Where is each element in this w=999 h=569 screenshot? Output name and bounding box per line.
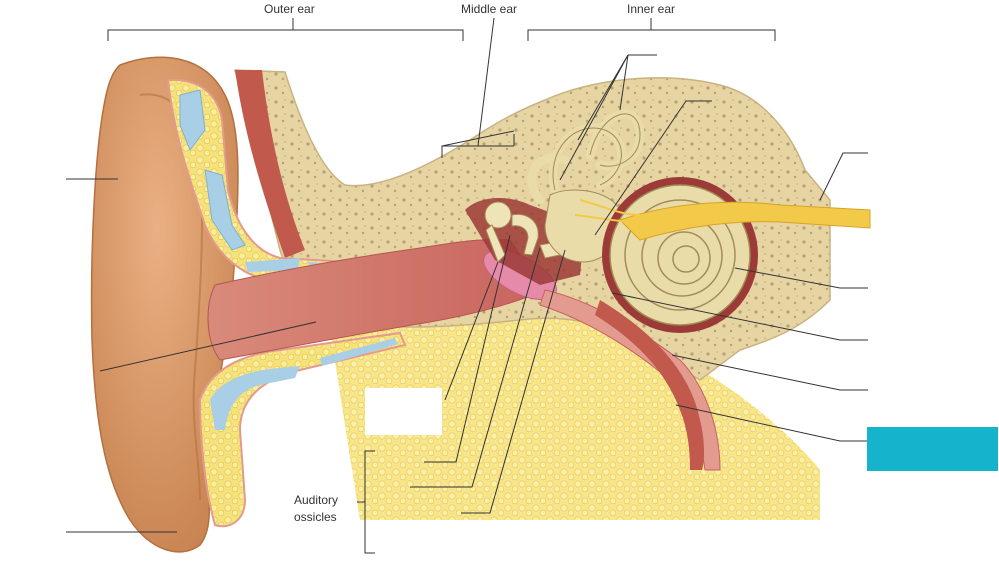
cartilage-blue-5 (210, 366, 300, 430)
vestibulocochlear-nerve (619, 201, 871, 241)
leader-lines (66, 54, 868, 533)
highlighted-label-box (867, 427, 998, 471)
cartilage-blue-6 (320, 338, 398, 366)
lower-muscle (595, 300, 705, 470)
cartilage-blue-2 (204, 169, 246, 251)
auditory-ossicles-label-line1: Auditory (294, 493, 339, 507)
upper-muscle (235, 70, 305, 258)
middle-ear-label: Middle ear (461, 2, 518, 16)
outer-ear-label: Outer ear (264, 2, 315, 16)
region-brackets (107, 17, 776, 554)
malleus-head (484, 201, 512, 229)
inner-ear-label: Inner ear (627, 2, 676, 16)
ear-canal (207, 239, 546, 361)
cartilage-blue-3 (245, 258, 300, 272)
incus (511, 213, 539, 256)
blank-label-box (365, 388, 442, 435)
cartilage-blue-1 (179, 89, 206, 152)
auditory-ossicles-label-line2: ossicles (294, 510, 337, 524)
